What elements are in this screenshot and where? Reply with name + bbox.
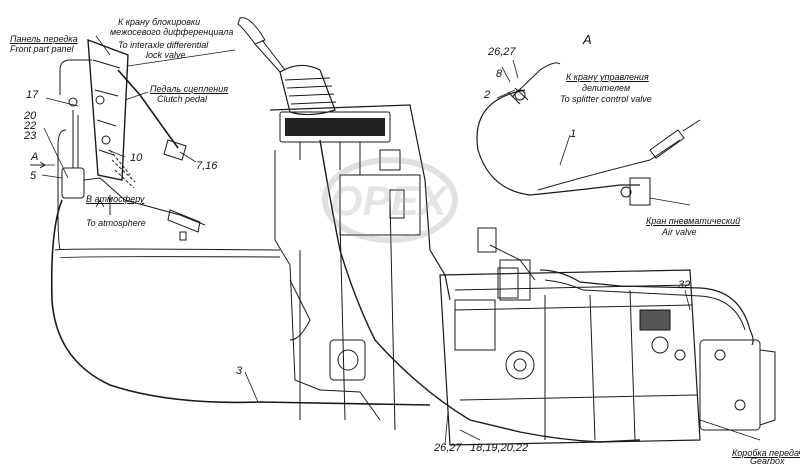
splitter-ru-1: К крану управления [566, 72, 649, 82]
callout-10: 10 [130, 152, 143, 164]
pipe-shift [319, 139, 641, 443]
callout-32: 32 [678, 279, 691, 291]
clutch-ru: Педаль сцепления [150, 84, 229, 94]
callout-18-19-20-22: 18,19,20,22 [470, 442, 529, 454]
front-panel-en: Front part panel [10, 44, 74, 54]
air-valve-ru: Кран пневматический [646, 216, 741, 226]
gearbox-en: Gearbox [750, 456, 785, 465]
air-valve-en: Air valve [662, 227, 697, 237]
callout-2: 2 [484, 89, 491, 101]
pipe-32 [539, 269, 754, 346]
callout-1: 1 [570, 128, 577, 140]
atmosphere-ru: В атмосферу [86, 194, 145, 204]
watermark-logo: OPEX [322, 157, 458, 243]
gearbox-ru: Коробка передач [732, 448, 800, 458]
splitter-ru-2: делителем [582, 83, 631, 93]
callout-3: 3 [236, 365, 243, 377]
callout-5: 5 [30, 170, 37, 182]
interaxle-ru-1: К крану блокировки [118, 17, 201, 27]
interaxle-ru-2: межосевого дифференциала [110, 27, 234, 37]
clutch-pedal [109, 69, 187, 189]
callout-7-16: 7,16 [196, 160, 218, 172]
callout-26-27-top: 26,27 [488, 46, 516, 58]
splitter-en: To splitter control valve [560, 94, 652, 104]
callout-23: 23 [24, 130, 37, 142]
callout-17: 17 [26, 89, 39, 101]
pipe-1-2 [476, 62, 701, 206]
callout-arrow-A: A [31, 151, 39, 163]
front-panel-ru: Панель передка [10, 34, 78, 44]
callout-20: 20 [24, 110, 37, 122]
view-label-A: A [583, 32, 592, 47]
gear-lever [237, 17, 391, 175]
callout-22: 22 [24, 120, 37, 132]
transmission-block [269, 104, 776, 446]
pipe-3 [50, 199, 431, 406]
svg-text:OPEX: OPEX [330, 177, 450, 224]
clutch-en: Clutch pedal [157, 94, 208, 104]
interaxle-en-2: lock valve [146, 50, 186, 60]
callout-26-27-bottom: 26,27 [434, 442, 462, 454]
callout-8: 8 [496, 68, 503, 80]
interaxle-en-1: To interaxle differential [118, 40, 209, 50]
front-panel-bracket [59, 38, 129, 181]
atmosphere-en: To atmosphere [86, 218, 146, 228]
